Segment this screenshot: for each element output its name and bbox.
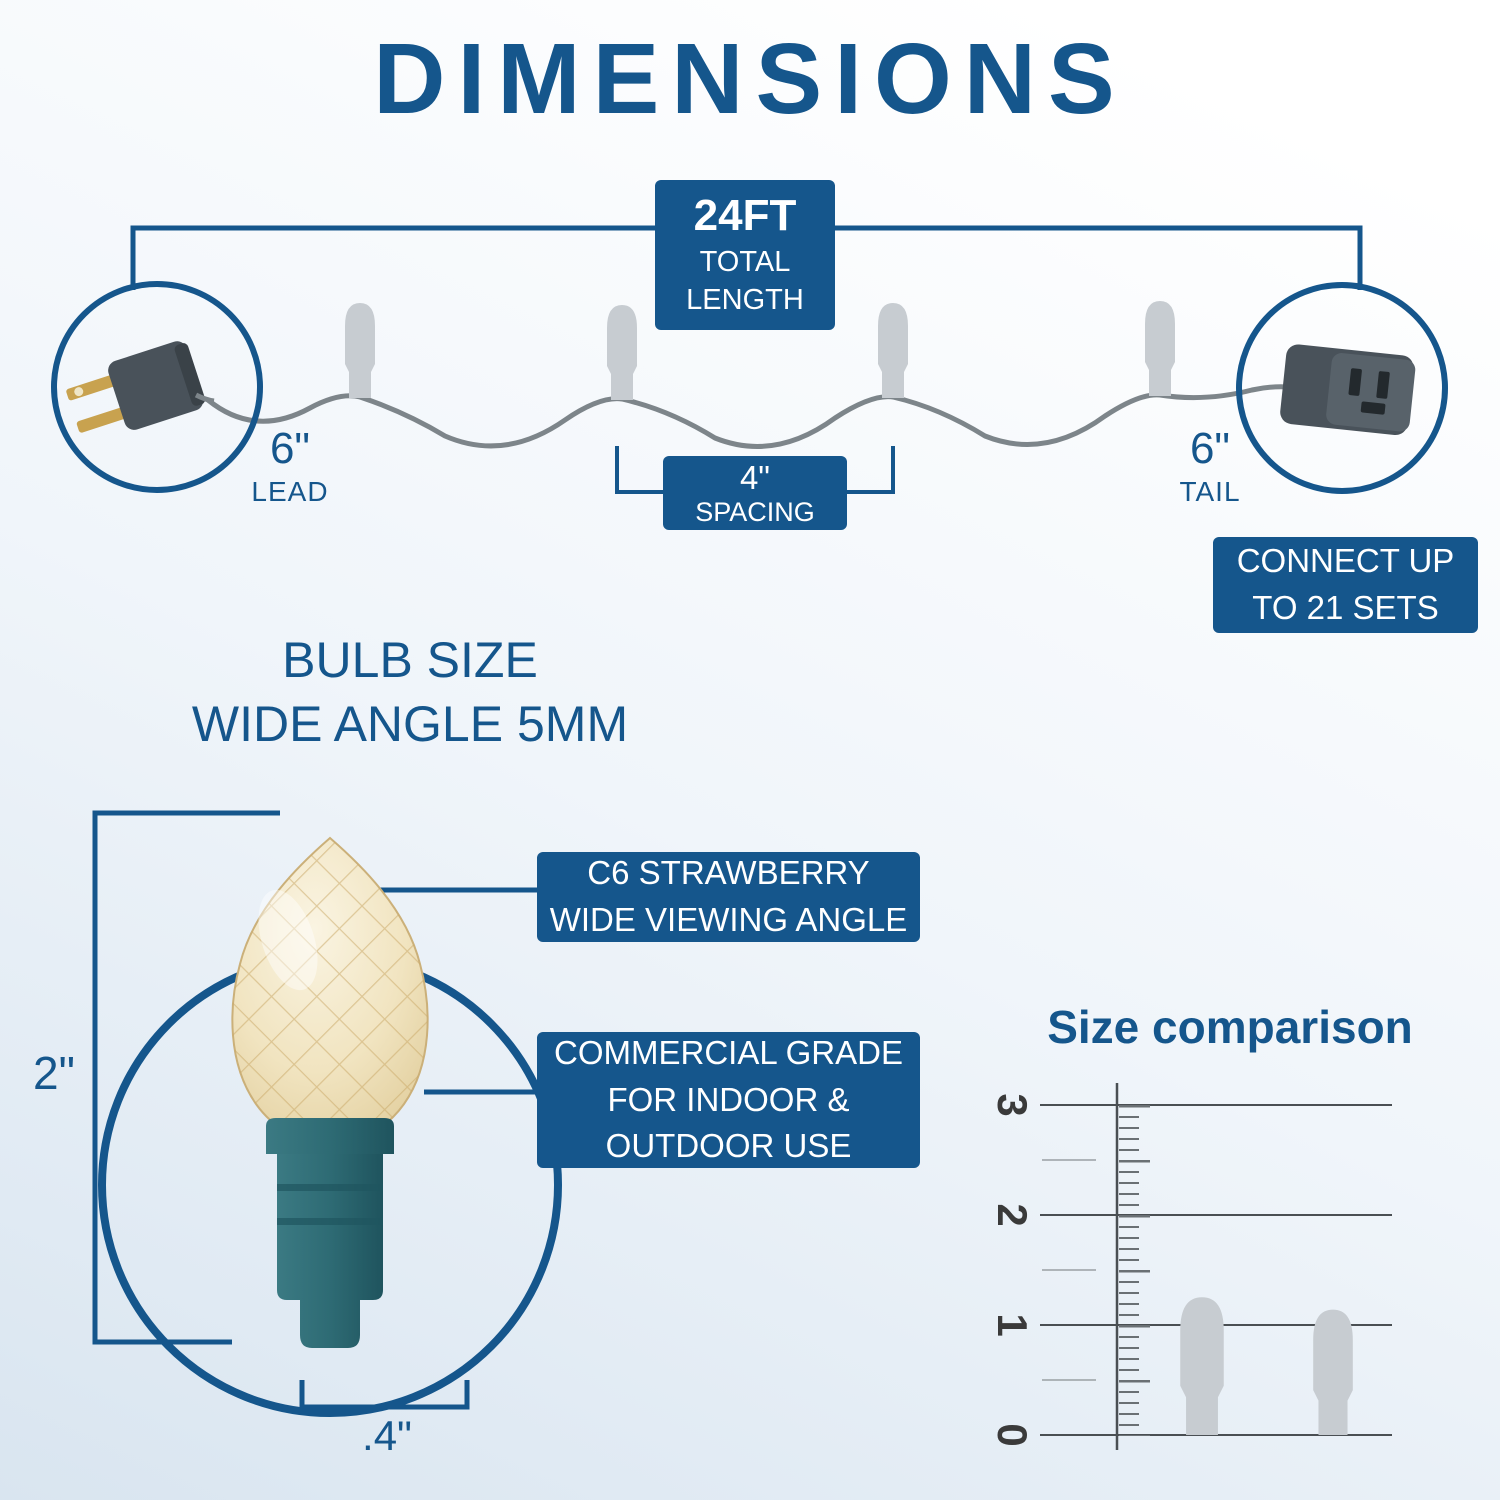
ruler-label-1: 1: [989, 1313, 1036, 1337]
tail-word: TAIL: [1179, 476, 1241, 507]
bulb-type-line: C6 STRAWBERRY: [587, 854, 870, 892]
width-label: .4": [362, 1412, 412, 1459]
light-string-wire: [205, 384, 1291, 449]
height-bracket: [92, 810, 280, 1345]
string-bulb-icon: [345, 303, 375, 398]
total-length-callout: 24FT TOTAL LENGTH: [655, 180, 835, 330]
plug-cord: [194, 392, 215, 404]
connect-note-line: TO 21 SETS: [1252, 589, 1439, 626]
connect-note-line: CONNECT UP: [1236, 542, 1455, 580]
bulb-grade-line: COMMERCIAL GRADE: [554, 1033, 903, 1071]
bulb-base-collar: [266, 1118, 394, 1154]
ruler-label-3: 3: [989, 1093, 1036, 1117]
ruler-label-0: 0: [989, 1423, 1036, 1447]
total-length-word: TOTAL: [699, 245, 791, 278]
string-bulb-icon: [1145, 301, 1175, 396]
ruler-major-ticks: [1119, 1105, 1150, 1436]
lead-word: LEAD: [251, 476, 329, 507]
connect-note: CONNECT UP TO 21 SETS: [1213, 537, 1478, 633]
lead-plug-circle: [51, 281, 263, 493]
spacing-callout: 4" SPACING: [663, 456, 847, 530]
tail-value: 6": [1189, 424, 1231, 473]
size-comparison-title: Size comparison: [1047, 1001, 1413, 1053]
spacing-value: 4": [739, 458, 771, 496]
bulb-size-heading: BULB SIZE WIDE ANGLE 5MM: [120, 628, 700, 756]
socket-icon: [1280, 344, 1416, 436]
height-label: 2": [33, 1047, 75, 1099]
width-bracket: [299, 1380, 470, 1410]
bulb-grade-line: OUTDOOR USE: [605, 1127, 852, 1165]
bulb-base-body: [277, 1154, 383, 1270]
bulb-base-bottom: [277, 1270, 383, 1348]
comparison-bulb-icon: [1313, 1309, 1353, 1435]
bulb-type-line: WIDE VIEWING ANGLE: [549, 901, 908, 938]
comparison-bulb-icon: [1180, 1297, 1224, 1435]
spacing-word: SPACING: [695, 496, 815, 527]
tail-label: 6" TAIL: [1145, 424, 1275, 508]
bulb-type-callout: C6 STRAWBERRY WIDE VIEWING ANGLE: [537, 852, 920, 942]
c6-bulb-illustration: [231, 836, 429, 1348]
page-title: DIMENSIONS: [373, 23, 1127, 135]
bulb-size-heading-line: WIDE ANGLE 5MM: [191, 696, 629, 752]
total-length-word: LENGTH: [686, 284, 804, 316]
lead-value: 6": [269, 424, 311, 473]
ruler-label-2: 2: [989, 1203, 1036, 1227]
bulb-grade-line: FOR INDOOR &: [607, 1080, 850, 1118]
bulb-size-heading-line: BULB SIZE: [282, 632, 538, 688]
tail-socket-circle: [1236, 282, 1448, 494]
bulb-grade-callout: COMMERCIAL GRADE FOR INDOOR & OUTDOOR US…: [537, 1032, 920, 1168]
lead-label: 6" LEAD: [225, 424, 355, 508]
plug-icon: [66, 341, 206, 433]
total-length-value: 24FT: [693, 190, 797, 240]
string-bulb-icon: [878, 303, 908, 398]
string-bulb-icon: [607, 305, 637, 400]
